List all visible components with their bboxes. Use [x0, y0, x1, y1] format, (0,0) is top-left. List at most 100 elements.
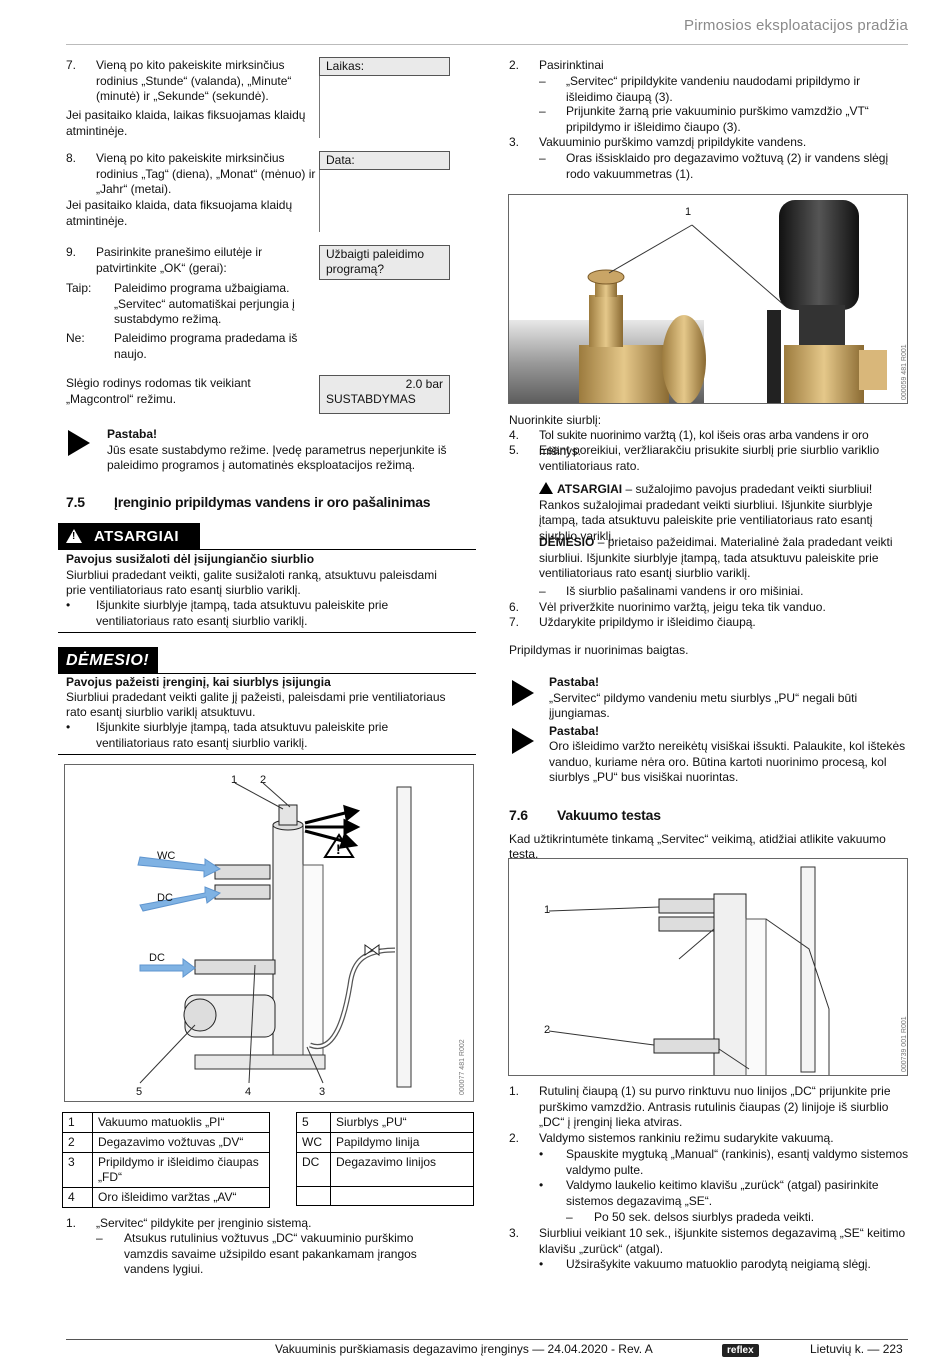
inline-caution-label: ATSARGIAI: [557, 482, 623, 496]
step-text: Vieną po kito pakeiskite mirksinčius rod…: [96, 58, 292, 103]
page-header-title: Pirmosios eksploatacijos pradžia: [684, 17, 908, 34]
fill-step-3: 3. Vakuuminio purškimo vamzdį pripildyki…: [509, 135, 909, 151]
figure-code: 000059 481 R001: [901, 344, 908, 400]
caution-heading: Pavojus susižaloti dėl įsijungiančio siu…: [66, 552, 315, 566]
footer-logo: reflex: [722, 1342, 759, 1357]
caution-rule: [58, 549, 476, 550]
step-number: 3.: [509, 1226, 520, 1240]
step-text: Vakuuminio purškimo vamzdį pripildykite …: [539, 135, 807, 149]
bullet-glyph: •: [539, 1178, 544, 1192]
vacuum-step-3-bullet: • Užsirašykite vakuumo matuoklio parodyt…: [539, 1257, 909, 1273]
vacuum-illustration: [548, 866, 830, 1075]
callout-dc-2: DC: [149, 952, 165, 964]
callout-2: 2: [260, 774, 267, 786]
fill-step-3-sub: – Oras išsisklaido pro degazavimo vožtuv…: [539, 151, 909, 182]
pressure-status: SUSTABDYMAS: [326, 392, 416, 406]
option-text: Paleidimo programa pradedama iš naujo.: [114, 331, 298, 361]
step-number: 7.: [66, 58, 77, 72]
step-number: 4.: [509, 428, 520, 442]
warning-triangle-icon: [539, 482, 553, 494]
vent-illustration: [509, 200, 887, 403]
inline-caution-text: – sužalojimo pavojus pradedant veikti si…: [539, 482, 873, 543]
figure-unit-fill: ! 1 2 3 4 5 WC DC DC 000077 481 R002: [64, 764, 474, 1102]
inline-caution: ATSARGIAI – sužalojimo pavojus pradedant…: [539, 482, 909, 544]
inline-attention-label: DĖMESIO: [539, 535, 595, 549]
figure-code: 000077 481 R002: [459, 1039, 466, 1095]
display-pressure: 2.0 bar SUSTABDYMAS: [319, 375, 450, 414]
pressure-text: Slėgio rodinys rodomas tik veikiant „Mag…: [66, 376, 251, 406]
sub-text: Prijunkite žarną prie vakuuminio purškim…: [566, 104, 869, 134]
fill-step-1: 1. „Servitec“ pildykite per įrenginio si…: [66, 1216, 466, 1232]
callout-1: 1: [544, 904, 551, 916]
note-text: Oro išleidimo varžto nereikėtų visiškai …: [549, 739, 906, 784]
bullet-glyph: •: [539, 1257, 544, 1271]
sub-text: Atsukus rutulinius vožtuvus „DC“ vakuumi…: [124, 1231, 417, 1276]
vent-step-6: 6. Vėl priveržkite nuorinimo varžtą, jei…: [509, 600, 909, 616]
step-text: Esant poreikiui, veržliarakčiu prisukite…: [539, 443, 880, 473]
callout-dc: DC: [157, 892, 173, 904]
step-7: 7. Vieną po kito pakeiskite mirksinčius …: [66, 58, 316, 105]
caution-text: Siurbliui pradedant veikti, galite susiž…: [66, 568, 437, 597]
vacuum-step-3: 3. Siurbliui veikiant 10 sek., išjunkite…: [509, 1226, 909, 1257]
step-text: Siurbliui veikiant 10 sek., išjunkite si…: [539, 1226, 906, 1256]
callout-1: 1: [685, 206, 692, 218]
step-8-extra: Jei pasitaiko klaida, data fiksuojama kl…: [66, 198, 293, 228]
display-line: [319, 76, 320, 138]
bullet-glyph: •: [539, 1147, 544, 1161]
step-text: „Servitec“ pildykite per įrenginio siste…: [96, 1216, 312, 1230]
step-text: Vėl priveržkite nuorinimo varžtą, jeigu …: [539, 600, 826, 614]
display-line: [319, 170, 320, 232]
vent-result: – Iš siurblio pašalinami vandens ir oro …: [539, 584, 909, 600]
step-text: Pasirinkite pranešimo eilutėje ir patvir…: [96, 245, 263, 275]
step-text: Rutulinį čiaupą (1) su purvo rinktuvu nu…: [539, 1084, 891, 1129]
bullet-text: Išjunkite siurblyje įtampą, tada atsuktu…: [96, 720, 389, 750]
note-text: Jūs esate sustabdymo režime. Įvedę param…: [107, 443, 447, 472]
note-title: Pastaba!: [549, 675, 600, 689]
fill-step-2-sub-1: – „Servitec“ pripildykite vandeniu naudo…: [539, 74, 909, 105]
caution-end-rule: [58, 632, 476, 633]
vacuum-step-2-bullet-2: • Valdymo laukelio keitimo klavišu „zurü…: [539, 1178, 909, 1209]
section-title: Įrenginio pripildymas vandens ir oro paš…: [114, 494, 431, 510]
bullet-glyph: •: [66, 598, 71, 612]
unit-illustration: !: [137, 782, 412, 1088]
step-number: 9.: [66, 245, 77, 259]
dash-glyph: –: [96, 1231, 103, 1245]
dash-glyph: –: [539, 104, 546, 118]
footer-title: Vakuuminis purškiamasis degazavimo įreng…: [275, 1342, 653, 1356]
step-7-extra: Jei pasitaiko klaida, laikas fiksuojamas…: [66, 108, 306, 138]
fill-complete: Pripildymas ir nuorinimas baigtas.: [509, 643, 689, 657]
display-finish-prompt: Užbaigti paleidimo programą?: [319, 245, 450, 280]
dash-glyph: –: [539, 74, 546, 88]
attention-text: Siurbliui pradedant veikti galite jį paž…: [66, 690, 446, 719]
step-text: Tol sukite nuorinimo varžtą (1), kol iše…: [539, 428, 869, 458]
callout-wc: WC: [157, 850, 176, 862]
fill-step-1-sub: – Atsukus rutulinius vožtuvus „DC“ vakuu…: [96, 1231, 456, 1278]
dash-glyph: –: [539, 584, 546, 598]
note-title: Pastaba!: [549, 724, 600, 738]
vacuum-step-1: 1. Rutulinį čiaupą (1) su purvo rinktuvu…: [509, 1084, 909, 1131]
caution-label: ATSARGIAI: [94, 527, 179, 545]
callout-3: 3: [319, 1086, 326, 1098]
vacuum-step-2-dash: – Po 50 sek. delsos siurblys pradeda vei…: [566, 1210, 906, 1226]
reflex-logo: reflex: [722, 1344, 759, 1357]
note-arrow-icon: [68, 430, 90, 456]
option-text: Paleidimo programa užbaigiama. „Servitec…: [114, 281, 295, 326]
step-number: 1.: [509, 1084, 520, 1098]
attention-banner: DĖMESIO!: [58, 647, 158, 673]
caution-banner: ! ATSARGIAI: [58, 523, 200, 549]
section-intro: Kad užtikrintumėte tinkamą „Servitec“ ve…: [509, 832, 886, 861]
footer-divider: [66, 1339, 908, 1340]
option-taip: Taip: Paleidimo programa užbaigiama. „Se…: [66, 281, 306, 328]
bullet-text: Spauskite mygtuką „Manual“ (rankinis), e…: [566, 1147, 909, 1177]
step-number: 5.: [509, 443, 520, 457]
step-number: 2.: [509, 1131, 520, 1145]
note-arrow-icon: [512, 728, 534, 754]
